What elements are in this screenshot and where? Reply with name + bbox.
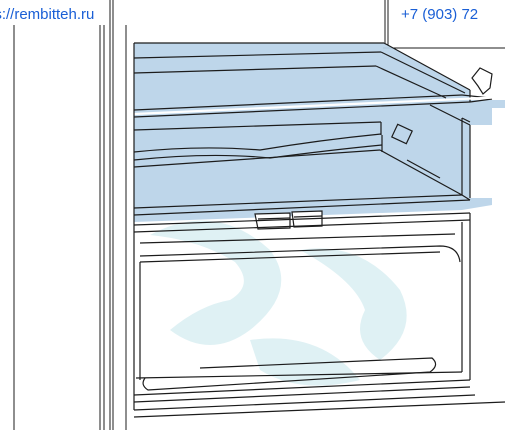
- hook-icon: [471, 67, 493, 95]
- shelf-highlight: [134, 43, 505, 222]
- shelf-frame: [133, 42, 505, 410]
- cabinet-right-wall: [383, 0, 505, 49]
- crisper-drawer: [133, 212, 505, 418]
- watermark-site-url: ps://rembitteh.ru: [0, 6, 95, 23]
- watermark-phone: +7 (903) 72: [401, 6, 479, 23]
- cabinet-left-wall: [13, 0, 127, 430]
